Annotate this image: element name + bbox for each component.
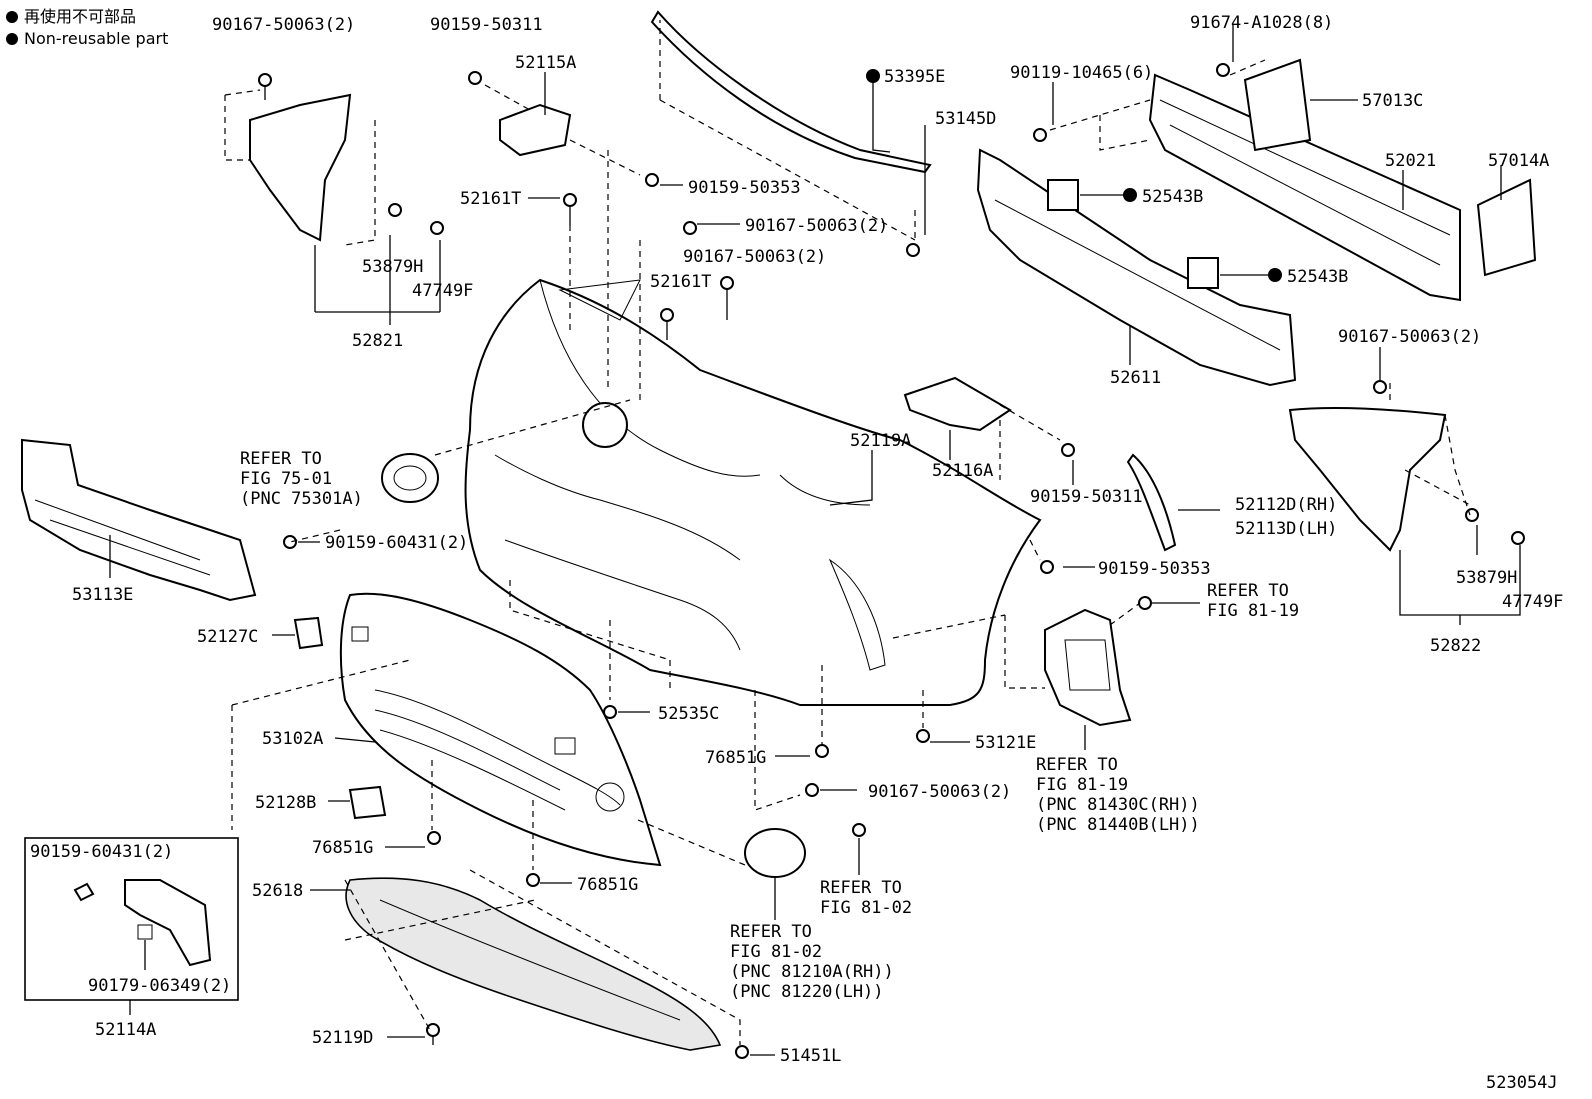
refer-fig75-line3: (PNC 75301A) (240, 489, 363, 509)
callout-52115A: 52115A (515, 53, 576, 73)
leader-lines (109, 25, 1521, 1056)
callout-91674-A1028: 91674-A1028(8) (1190, 13, 1333, 33)
legend: 再使用不可部品 Non-reusable part (6, 6, 168, 50)
non-reusable-dot-icon (1268, 268, 1282, 282)
legend-row-jp: 再使用不可部品 (6, 6, 168, 28)
callout-52119D: 52119D (312, 1028, 373, 1048)
callout-52611: 52611 (1110, 368, 1161, 388)
callout-53102A: 53102A (262, 729, 323, 749)
pad-part (1187, 257, 1219, 289)
refer-fig8102b-line4: (PNC 81220(LH)) (730, 982, 884, 1002)
callout-76851G-a: 76851G (705, 748, 766, 768)
callout-53121E: 53121E (975, 733, 1036, 753)
callout-52543B-a: 52543B (1142, 187, 1203, 207)
refer-fig8102b-line3: (PNC 81210A(RH)) (730, 962, 894, 982)
refer-fig8119b-line4: (PNC 81440B(LH)) (1036, 815, 1200, 835)
callout-53145D: 53145D (935, 109, 996, 129)
tow-cap-part (348, 785, 387, 820)
callout-52618: 52618 (252, 881, 303, 901)
non-reusable-dot-icon (6, 11, 18, 23)
callout-labels: 90167-50063(2) 90159-50311 52115A 53879H… (30, 13, 1563, 1093)
callout-47749F-left: 47749F (412, 281, 473, 301)
refer-fig8119a-line2: FIG 81-19 (1207, 601, 1299, 621)
crash-box-bracket-part (1243, 58, 1537, 277)
upper-air-guide-part (21, 438, 257, 602)
callout-52116A: 52116A (932, 461, 993, 481)
callout-76851G-c: 76851G (577, 875, 638, 895)
callout-53113E: 53113E (72, 585, 133, 605)
callout-52112D-RH: 52112D(RH) (1235, 495, 1337, 515)
refer-fig8102a-line2: FIG 81-02 (820, 898, 912, 918)
upper-retainer-part (499, 103, 572, 157)
callout-90159-60431: 90159-60431(2) (325, 533, 468, 553)
callout-52119A: 52119A (850, 431, 911, 451)
legend-text-en: Non-reusable part (24, 29, 169, 48)
refer-fig8119b-line3: (PNC 81430C(RH)) (1036, 795, 1200, 815)
fog-lamp-part (744, 828, 806, 878)
callout-90167-50063-low: 90167-50063(2) (868, 782, 1011, 802)
callout-90119-10465: 90119-10465(6) (1010, 63, 1153, 83)
callout-90179-06349: 90179-06349(2) (88, 976, 231, 996)
refer-fig8102a-line1: REFER TO (820, 878, 902, 898)
callout-90167-50063-right: 90167-50063(2) (1338, 327, 1481, 347)
fog-lamp-bezel-part (1044, 608, 1132, 727)
callout-52161T-b: 52161T (650, 272, 711, 292)
license-bracket-box (24, 837, 239, 1001)
refer-fig8102b-line2: FIG 81-02 (730, 942, 822, 962)
callout-52535C: 52535C (658, 704, 719, 724)
retainer-bracket-part (903, 376, 1012, 432)
callout-57014A: 57014A (1488, 151, 1549, 171)
refer-fig8119a-line1: REFER TO (1207, 581, 1289, 601)
tow-cap-part (293, 616, 324, 650)
callout-90167-50063-mid2: 90167-50063(2) (683, 247, 826, 267)
fastener-icons (258, 63, 1525, 1059)
callout-52021: 52021 (1385, 151, 1436, 171)
non-reusable-dot-icon (866, 69, 880, 83)
callout-47749F-right: 47749F (1502, 592, 1563, 612)
figure-id: 523054J (1486, 1073, 1558, 1093)
callout-52822: 52822 (1430, 636, 1481, 656)
side-bracket-right-part (1288, 406, 1447, 552)
callout-53879H-right: 53879H (1456, 568, 1517, 588)
bumper-cover-part (464, 278, 1042, 706)
callout-76851G-b: 76851G (312, 838, 373, 858)
emblem-part (381, 453, 439, 503)
callout-51451L: 51451L (780, 1046, 841, 1066)
callout-90167-50063-tl: 90167-50063(2) (212, 15, 355, 35)
assembly-dashed-lines (224, 20, 1471, 1045)
callout-52161T-a: 52161T (460, 189, 521, 209)
callout-90159-60431-box: 90159-60431(2) (30, 842, 173, 862)
bumper-reinforcement-part (1148, 73, 1461, 302)
callout-52113D-LH: 52113D(LH) (1235, 519, 1337, 539)
hood-seal-part (650, 10, 932, 174)
callout-90159-50353-mid: 90159-50353 (1098, 559, 1211, 579)
pad-part (1047, 179, 1079, 211)
refer-fig8119b-line1: REFER TO (1036, 755, 1118, 775)
under-cover-part (345, 877, 722, 1051)
refer-fig75-line2: FIG 75-01 (240, 469, 332, 489)
callout-52114A: 52114A (95, 1020, 156, 1040)
callout-90159-50311-mid: 90159-50311 (1030, 487, 1143, 507)
side-bracket-left-part (249, 93, 352, 242)
callout-53395E: 53395E (884, 67, 945, 87)
callout-53879H-left: 53879H (362, 257, 423, 277)
refer-fig75-line1: REFER TO (240, 449, 322, 469)
callout-90167-50063-mid1: 90167-50063(2) (745, 216, 888, 236)
callout-52127C: 52127C (197, 627, 258, 647)
lower-grille-part (339, 592, 662, 867)
callout-90159-50353-top: 90159-50353 (688, 178, 801, 198)
callout-52128B: 52128B (255, 793, 316, 813)
non-reusable-dot-icon (6, 33, 18, 45)
callout-52821: 52821 (352, 331, 403, 351)
non-reusable-dot-icon (1123, 188, 1137, 202)
callout-57013C: 57013C (1362, 91, 1423, 111)
refer-fig8119b-line2: FIG 81-19 (1036, 775, 1128, 795)
refer-fig8102b-line1: REFER TO (730, 922, 812, 942)
callout-90159-50311-top: 90159-50311 (430, 15, 543, 35)
legend-row-en: Non-reusable part (6, 28, 168, 50)
callout-52543B-b: 52543B (1287, 267, 1348, 287)
side-trim-part (1126, 453, 1177, 552)
legend-text-jp: 再使用不可部品 (24, 7, 137, 26)
